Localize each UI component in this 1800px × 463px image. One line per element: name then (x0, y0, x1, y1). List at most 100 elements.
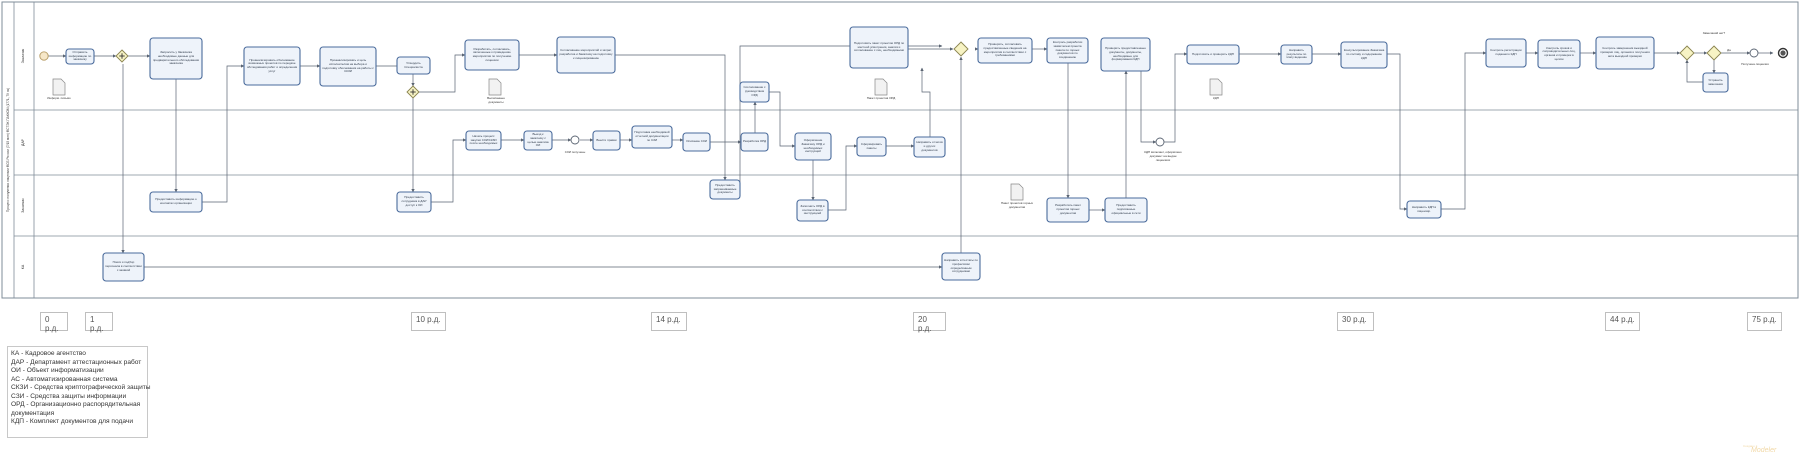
note-n6: Пакет проектов горных документов (1000, 202, 1034, 209)
note-n8: Замечаний нет? (1702, 32, 1726, 35)
timeline-marker: 44 р.д. (1605, 312, 1640, 331)
task-t3 (243, 46, 301, 86)
sequence-flow (769, 91, 796, 148)
task-t34 (1595, 36, 1655, 70)
task-t22 (849, 26, 909, 69)
document-icon (488, 78, 502, 96)
lane-label-lane-dar: ДАР (21, 138, 25, 146)
task-t11 (523, 130, 553, 151)
task-t27 (1104, 197, 1148, 223)
timeline-marker: 10 р.д. (411, 312, 446, 331)
sequence-flow (1685, 59, 1703, 83)
task-t18 (794, 132, 832, 161)
legend-item: КДП - Комплект документов для подачи (11, 418, 134, 425)
task-t35 (1702, 72, 1729, 93)
sequence-flow (419, 53, 466, 93)
lane-label-lane-client: Заказчик (21, 48, 25, 63)
sequence-flow (1164, 52, 1188, 143)
task-t13 (631, 125, 673, 149)
watermark-logo: Modeler (1751, 447, 1777, 454)
task-t33 (1537, 39, 1581, 69)
task-t29 (1280, 44, 1313, 65)
exclusive-gateway-remarks (1706, 45, 1722, 61)
abbreviation-legend: КА - Кадровое агентство ДАР - Департамен… (7, 346, 151, 438)
timeline-marker: 30 р.д. (1337, 312, 1374, 331)
note-n7: СЗИ получены (564, 151, 586, 154)
task-t8 (149, 191, 203, 213)
sequence-flow (1441, 51, 1487, 210)
task-t28 (1186, 44, 1240, 65)
task-t14 (682, 132, 711, 152)
timeline-marker: 1 р.д. (85, 312, 113, 333)
sequence-flow (431, 138, 467, 203)
note-n1: Информ. письмо (47, 97, 71, 100)
timeline-marker: 0 р.д. (40, 312, 68, 333)
task-t25 (1046, 197, 1090, 223)
document-icon (874, 78, 888, 96)
modeler-watermark: Создано в Modeler (1742, 444, 1776, 456)
legend-item: ОИ - Объект информатизации (11, 367, 104, 374)
task-t2 (149, 37, 203, 80)
task-t36 (102, 252, 145, 282)
task-t24 (1046, 37, 1089, 64)
note-n3: Пакет проектов ОРД (866, 97, 896, 100)
intermediate-event-szi (570, 135, 580, 145)
document-icon (52, 78, 66, 96)
sequence-flow (202, 64, 245, 203)
task-t30 (1340, 41, 1388, 69)
note-n2: Выписанные документы (487, 97, 505, 104)
intermediate-event-license (1749, 48, 1759, 58)
task-t17 (709, 179, 741, 200)
lane-label-lane-ka: КА (21, 264, 25, 269)
task-t37 (941, 252, 981, 281)
sequence-flow (615, 54, 727, 181)
exclusive-gateway-checks (1679, 45, 1695, 61)
task-t15 (740, 132, 769, 152)
legend-item: СЗИ - Средства защиты информации (11, 392, 127, 400)
task-t32 (1485, 38, 1527, 68)
task-t19 (796, 199, 829, 222)
task-t9 (396, 191, 432, 213)
legend-item: АС - Автоматизированная система (11, 375, 118, 383)
start-event (39, 51, 49, 61)
task-t6 (464, 39, 520, 71)
task-t4 (319, 46, 377, 87)
legend-item: ДАР - Департамент аттестационных работ (11, 358, 142, 366)
pool-title: Процесс получения лицензии ФСБ России (7… (6, 88, 10, 212)
note-n4: КДП (1213, 97, 1219, 100)
legend-item: СКЗИ - Средства криптографической защиты (11, 384, 151, 391)
document-icon (1010, 183, 1024, 201)
task-t31 (1406, 200, 1442, 219)
sequence-flow (1140, 71, 1157, 144)
task-t10 (465, 130, 502, 151)
task-t7 (556, 36, 616, 74)
legend-item: документация (11, 409, 55, 417)
sequence-flow (1387, 53, 1408, 211)
watermark-caption: Создано в (1743, 444, 1758, 448)
intermediate-event-kdp (1155, 137, 1165, 147)
timeline-marker: 75 р.д. (1747, 312, 1782, 331)
document-icon (1209, 78, 1223, 96)
task-t26 (1100, 37, 1151, 72)
task-t16 (739, 81, 770, 103)
timeline-marker: 20 р.д. (913, 312, 946, 333)
note-n9: Да (1727, 49, 1731, 52)
note-n5: КДП включает, оформлено документ на выда… (1144, 151, 1182, 162)
legend-item: ОРД - Организационно распорядительная (11, 401, 141, 408)
task-t23 (977, 37, 1033, 64)
lane-label-lane-executor: Заказчик (21, 198, 25, 213)
end-event-core (1780, 50, 1786, 56)
note-n10: Получена лицензия (1741, 63, 1769, 66)
bpmn-diagram: Процесс получения лицензии ФСБ России (7… (1, 1, 1799, 299)
exclusive-gateway-ord (953, 41, 969, 57)
sequence-flow (920, 67, 931, 137)
task-t21 (913, 136, 946, 158)
task-t1 (65, 48, 95, 65)
timeline-marker: 14 р.д. (651, 312, 687, 331)
task-t5 (396, 56, 431, 75)
task-t12 (592, 130, 621, 151)
legend-item: КА - Кадровое агентство (11, 350, 86, 357)
task-t20 (856, 136, 887, 157)
sequence-flow (828, 144, 858, 211)
